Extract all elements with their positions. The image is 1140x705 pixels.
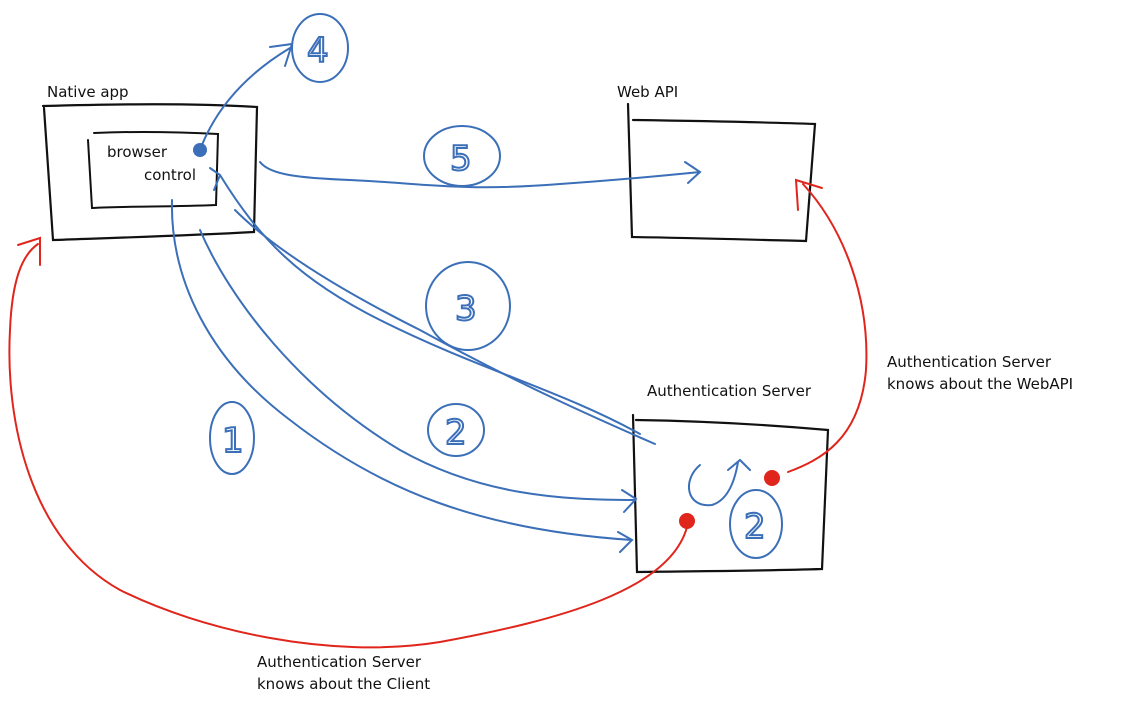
step-4-number: 4 [307,31,329,71]
control-label: control [144,166,196,184]
red-dot-webapi [764,470,780,486]
step-1-circle [209,401,255,475]
note-client-line1: Authentication Server [257,653,422,671]
auth-server-box [631,413,830,574]
red-dot-client [679,513,695,529]
arrow-step-3b [234,209,656,445]
web-api-label: Web API [617,83,679,101]
arrow-step-3 [209,167,641,435]
step-3-circle [425,261,511,351]
step-4-circle [291,13,349,83]
step-2-number: 2 [445,413,467,453]
step-2b-circle [729,489,783,559]
arrow-step-1 [170,199,634,553]
note-webapi-line2: knows about the WebAPI [887,375,1074,393]
step-5-circle [423,125,501,187]
step-3-number: 3 [455,289,477,329]
step-2b-number: 2 [744,507,766,547]
native-app-label: Native app [47,83,129,101]
web-api-box [626,102,817,243]
red-arrow-client [8,236,688,649]
arrow-step-2 [199,229,638,513]
auth-server-label: Authentication Server [647,382,812,400]
note-client-line2: knows about the Client [257,675,431,693]
step-1-number: 1 [222,421,244,461]
native-app-box [41,103,259,242]
browser-dot [193,143,207,157]
loop-arrow [688,458,751,507]
red-arrow-webapi [787,178,868,473]
note-webapi-line1: Authentication Server [887,353,1052,371]
browser-control-box [87,130,220,210]
browser-label: browser [107,143,168,161]
step-2-circle [427,403,485,457]
step-5-number: 5 [450,139,472,179]
